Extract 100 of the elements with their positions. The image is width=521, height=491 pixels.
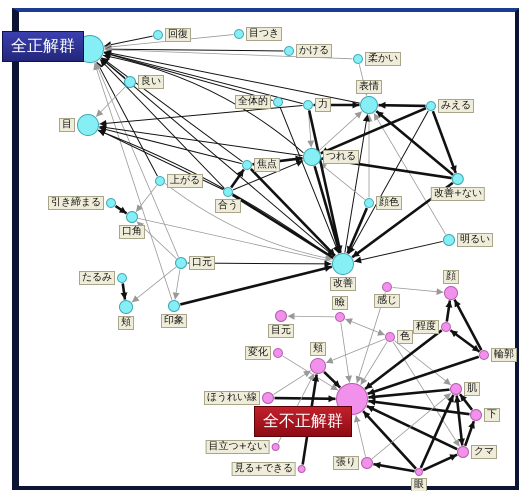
arrow bbox=[103, 51, 274, 101]
arrow bbox=[344, 114, 370, 254]
arrow bbox=[392, 287, 444, 296]
node-label: かける bbox=[296, 44, 332, 58]
arrow bbox=[98, 129, 224, 190]
arrow bbox=[364, 329, 442, 390]
arrow bbox=[318, 111, 362, 151]
node-label: 眼 bbox=[411, 478, 427, 491]
arrow bbox=[454, 395, 465, 446]
arrow bbox=[319, 162, 366, 200]
node-label: 顔 bbox=[443, 270, 459, 284]
node-label: 引き締まる bbox=[48, 196, 104, 210]
arrow bbox=[164, 182, 333, 262]
node-label: 顔色 bbox=[376, 196, 402, 210]
arrow bbox=[432, 110, 457, 174]
arrow bbox=[96, 86, 126, 118]
node-label: 変化 bbox=[245, 346, 271, 360]
arrow bbox=[232, 194, 334, 259]
arrow bbox=[273, 370, 312, 395]
node-label: 焦点 bbox=[254, 158, 280, 172]
node-label: 色 bbox=[397, 330, 413, 344]
node-label: 目 bbox=[59, 118, 75, 132]
arrow bbox=[368, 388, 450, 400]
arrow bbox=[104, 46, 284, 53]
arrow bbox=[100, 58, 335, 258]
arrow bbox=[340, 322, 352, 384]
node-label: 目立つ+ない bbox=[206, 440, 270, 454]
node-label: 柔かい bbox=[365, 52, 401, 66]
arrow bbox=[420, 394, 455, 468]
arrow bbox=[450, 329, 480, 353]
node-label: たるみ bbox=[79, 271, 115, 285]
arrow bbox=[378, 102, 426, 109]
arrow bbox=[102, 53, 304, 154]
node-label: 見る+できる bbox=[232, 462, 296, 476]
arrow bbox=[314, 102, 360, 108]
arrow bbox=[136, 221, 177, 259]
arrow bbox=[394, 340, 452, 386]
arrow bbox=[104, 36, 154, 48]
node-label: 肌 bbox=[464, 382, 480, 396]
arrow bbox=[373, 112, 446, 235]
arrow bbox=[120, 283, 128, 300]
arrow bbox=[392, 341, 460, 447]
arrow bbox=[287, 312, 335, 320]
arrow bbox=[354, 414, 366, 458]
arrow bbox=[325, 338, 386, 364]
arrow bbox=[368, 398, 470, 416]
arrow bbox=[373, 462, 415, 473]
arrow bbox=[360, 341, 388, 386]
node-label: 力 bbox=[315, 98, 331, 112]
node-label: 頬 bbox=[310, 342, 326, 356]
arrow bbox=[230, 168, 245, 188]
arrow bbox=[453, 299, 483, 351]
arrow bbox=[307, 110, 314, 148]
arrow bbox=[367, 356, 480, 396]
node-label: ほうれい線 bbox=[204, 391, 260, 405]
node-label: 表情 bbox=[356, 80, 382, 94]
arrow bbox=[104, 50, 304, 104]
arrow bbox=[131, 266, 176, 303]
arrow bbox=[323, 370, 342, 388]
node-label: 明るい bbox=[457, 233, 493, 247]
arrow bbox=[100, 58, 225, 189]
arrow bbox=[458, 393, 474, 411]
arrow bbox=[366, 114, 372, 198]
group-banner: 全正解群 bbox=[2, 31, 84, 62]
arrow bbox=[172, 269, 180, 300]
connector-line bbox=[138, 218, 332, 262]
arrow bbox=[98, 126, 242, 164]
node-label: みえる bbox=[438, 99, 474, 113]
node-label: 上がる bbox=[167, 174, 203, 188]
node-label: クマ bbox=[471, 445, 497, 459]
arrow bbox=[98, 124, 304, 156]
arrow bbox=[101, 57, 244, 162]
node-label: 張り bbox=[333, 456, 359, 470]
arrow bbox=[114, 204, 128, 214]
arrow bbox=[313, 166, 342, 254]
group-banner: 全不正解群 bbox=[254, 406, 352, 437]
node-label: 程度 bbox=[413, 320, 439, 334]
node-label: 印象 bbox=[161, 314, 187, 328]
arrow bbox=[422, 454, 458, 472]
arrow bbox=[375, 110, 454, 176]
node-label: 口元 bbox=[189, 256, 215, 270]
node-label: 目元 bbox=[268, 324, 294, 338]
arrow bbox=[136, 184, 158, 212]
arrow bbox=[96, 61, 158, 177]
arrow bbox=[274, 395, 336, 402]
arrow bbox=[232, 160, 304, 190]
node-label: 目つき bbox=[246, 27, 282, 41]
node-label: 瞼 bbox=[332, 296, 348, 310]
node-label: 回復 bbox=[165, 28, 191, 42]
node-label: 頬 bbox=[118, 316, 134, 330]
node-label: 良い bbox=[138, 75, 164, 89]
node-label: 感じ bbox=[374, 294, 400, 308]
node-label: 口角 bbox=[119, 225, 145, 239]
arrow bbox=[372, 392, 452, 460]
node-label: 改善+ない bbox=[430, 187, 486, 201]
arrow bbox=[104, 50, 360, 104]
node-label: 全体的 bbox=[235, 95, 271, 109]
arrow bbox=[280, 106, 340, 254]
arrow bbox=[95, 62, 179, 258]
arrow bbox=[98, 105, 304, 127]
